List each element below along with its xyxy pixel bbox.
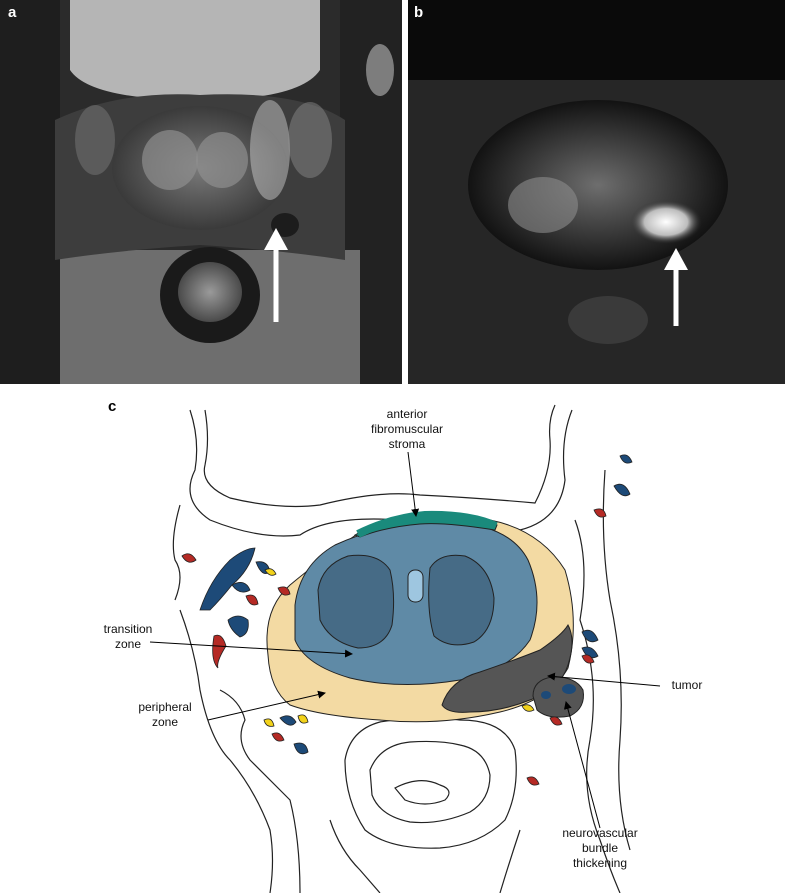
mri-t2-image	[0, 0, 402, 384]
panel-label-a: a	[8, 4, 17, 21]
annotation-arrows	[149, 451, 661, 829]
anatomy-outlines	[172, 404, 631, 893]
panel-label-c: c	[108, 398, 117, 415]
label-transition-zone: transition zone	[103, 622, 153, 651]
label-anterior-fibromuscular-stroma: anterior fibromuscular stroma	[370, 407, 444, 451]
label-tumor: tumor	[671, 678, 703, 692]
panel-label-b: b	[414, 4, 424, 21]
mri-dwi-image	[408, 0, 785, 384]
urethra-shape	[407, 569, 424, 603]
nvb-shape	[532, 676, 584, 718]
vessels	[181, 454, 633, 786]
label-peripheral-zone: peripheral zone	[138, 700, 192, 729]
label-neurovascular-bundle-thickening: neurovascular bundle thickening	[562, 826, 638, 870]
prostate-schematic	[0, 390, 785, 893]
